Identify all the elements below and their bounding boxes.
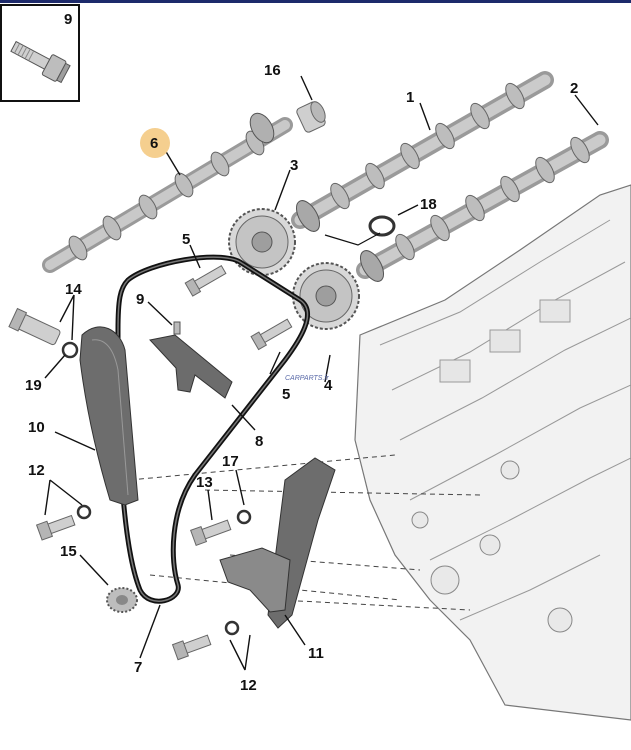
highlight-marker [140,128,170,158]
label-18: 18 [420,196,437,213]
label-1: 1 [406,89,414,106]
camshaft-intake [42,112,293,273]
watermark: CARPARTS.fr [285,375,329,382]
camshaft-2 [356,131,609,282]
engine-block [354,184,631,721]
leader-lines [44,75,599,671]
upper-chain-guide [149,321,233,399]
crankshaft-sprocket [106,587,138,613]
o-ring-18 [368,215,396,237]
label-9: 9 [136,291,144,308]
label-15: 15 [60,543,77,560]
label-7: 7 [134,659,142,676]
label-4: 4 [324,377,333,394]
label-8: 8 [255,433,263,450]
tensioner-seal [61,341,79,359]
label-11: 11 [308,645,324,662]
part-labels: 16 1 2 6 3 18 5 9 14 19 10 4 5 8 12 13 1… [25,62,578,694]
label-13: 13 [196,474,213,491]
vvt-sprocket-upper [228,208,296,276]
bolt-5-lower [250,318,293,351]
washer-17 [236,509,252,525]
label-17: 17 [222,453,239,470]
washer-12-lower [224,620,240,636]
bolt-12-upper [35,514,76,541]
bolt-5-upper [184,264,227,297]
inset-bolt [10,40,71,84]
washer-12-upper [76,504,92,520]
part-16-sleeve [296,101,326,133]
label-12-lower: 12 [240,677,257,694]
tensioner-guide [79,326,139,506]
top-border [0,0,631,3]
vvt-sprocket-lower [292,262,360,330]
label-12-upper: 12 [28,462,45,479]
inset-bolt-box: 9 [0,4,80,102]
label-16: 16 [264,62,281,79]
label-10: 10 [28,419,45,436]
label-3: 3 [290,157,298,174]
inset-bolt-drawing: 9 [10,11,72,84]
label-5-lower: 5 [282,386,290,403]
bolt-12-lower [171,634,212,661]
chain-tensioner [8,307,61,346]
label-14: 14 [65,281,82,298]
camshaft-1 [291,71,554,232]
bolt-13 [190,519,232,547]
label-5-upper: 5 [182,231,190,248]
fixed-chain-guide [219,457,336,629]
label-6: 6 [150,135,158,152]
label-19: 19 [25,377,42,394]
inset-label: 9 [64,11,72,28]
label-2: 2 [570,80,578,97]
